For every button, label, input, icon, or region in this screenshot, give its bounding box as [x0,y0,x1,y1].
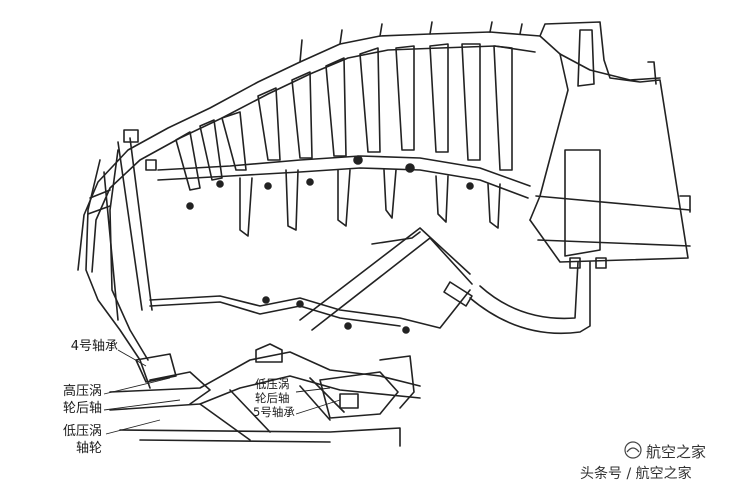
exhaust-strut [564,149,601,257]
right-bracket [647,61,691,213]
label-bearing-5: 5号轴承 [253,405,295,419]
watermark-subtitle: 头条号 / 航空之家 [580,466,692,482]
lower-shaft [109,351,421,393]
leader-lp-shaft [295,387,331,393]
lower-shaft-2 [109,375,421,411]
label-lp-turbine-disk-line1: 低压涡 [62,424,102,439]
hub-bolts [186,155,474,210]
left-bolt-block [123,129,139,143]
exhaust-mount [577,29,595,87]
shaft-cross-1 [199,389,271,441]
mid-gear [255,343,283,363]
right-hub-plate [379,355,415,409]
tailcone-curve [469,261,591,335]
exhaust-casing [529,21,689,263]
leader-hp-shaft-2 [103,399,181,411]
leader-bearing4 [117,349,147,367]
exhaust-rib [535,195,691,247]
strut-link [371,231,421,245]
label-bearing-4: 4号轴承 [70,339,118,354]
bolt-right-1 [569,257,581,269]
shaft-bottom-2 [139,439,331,443]
label-lp-turbine-shaft-line2: 轮后轴 [255,391,290,405]
hp-shaft-rear [149,371,211,405]
left-bolt-block-2 [145,159,157,171]
label-hp-turbine-shaft-line2: 轮后轴 [62,401,102,416]
left-frame-inner [109,149,149,361]
shaft-bottom [119,427,401,447]
left-rod-2 [103,171,119,321]
left-flange [87,189,111,215]
seal-ring-2 [149,301,401,327]
seal-ring [149,289,471,329]
leader-lp-disk [105,419,161,435]
casing-flange-top [299,21,523,63]
bearing4-housing [135,353,177,383]
leader-hp-shaft [103,377,171,395]
bearing5-housing [319,371,399,419]
watermark-title: 航空之家 [646,443,707,461]
exhaust-inner [529,53,569,221]
watermark-logo-icon [624,441,642,459]
label-lp-turbine-shaft-line1: 低压涡 [255,377,290,391]
outer-casing-inner-line [91,45,536,273]
bearing5-block [339,393,359,409]
bolt-right-2 [595,257,607,269]
leader-bearing5 [295,399,341,415]
outer-casing-line [77,31,661,271]
lp-turbine-blades [175,43,513,191]
label-lp-turbine-disk-line2: 轴轮 [75,441,102,456]
inner-hub-ring-2 [157,167,529,199]
diagonal-strut [299,227,473,331]
seal-bolts [262,296,410,334]
left-rod-1 [117,137,153,311]
turbine-disks [239,169,501,237]
label-hp-turbine-shaft-line1: 高压涡 [62,384,102,399]
shaft-cross-2 [299,377,345,421]
strut-coupling [443,281,473,307]
